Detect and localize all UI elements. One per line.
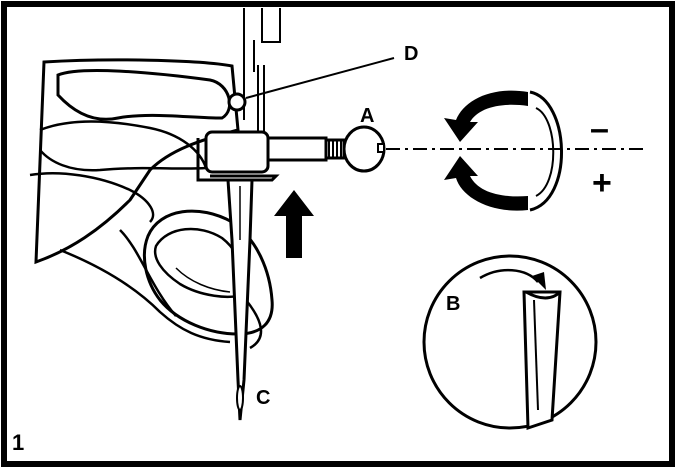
needle xyxy=(226,178,254,421)
label-b: B xyxy=(446,293,460,315)
label-minus: – xyxy=(590,110,609,148)
label-c: C xyxy=(256,387,270,409)
needle-clamp-screw xyxy=(342,125,386,173)
label-a: A xyxy=(360,105,374,127)
label-d: D xyxy=(404,43,418,65)
curved-arrow-icon xyxy=(532,272,546,290)
hand-illustration xyxy=(29,58,274,350)
label-plus: + xyxy=(592,164,612,202)
curved-arrows-icon xyxy=(444,90,563,212)
magnified-detail xyxy=(422,254,598,431)
needle-clamp xyxy=(196,130,346,182)
up-arrow-icon xyxy=(274,190,314,258)
figure-number: 1 xyxy=(12,430,24,455)
leader-line-d xyxy=(245,57,395,99)
needle-bar-hole xyxy=(227,92,247,112)
